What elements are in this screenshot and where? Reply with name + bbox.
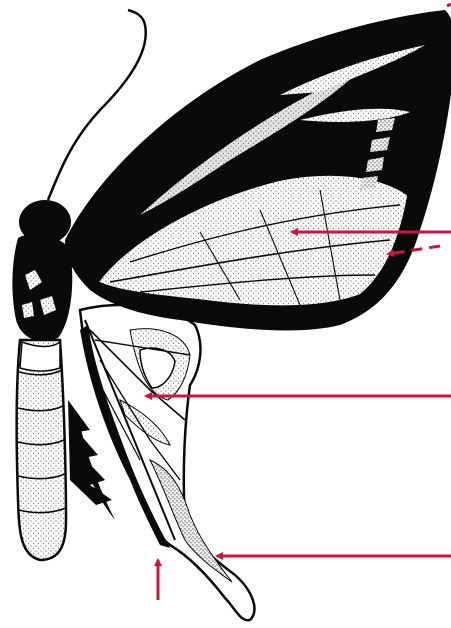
hindwing: [72, 305, 254, 620]
pointer-forewing-apex: [447, 4, 451, 6]
body: [12, 200, 72, 560]
forewing: [65, 10, 451, 330]
